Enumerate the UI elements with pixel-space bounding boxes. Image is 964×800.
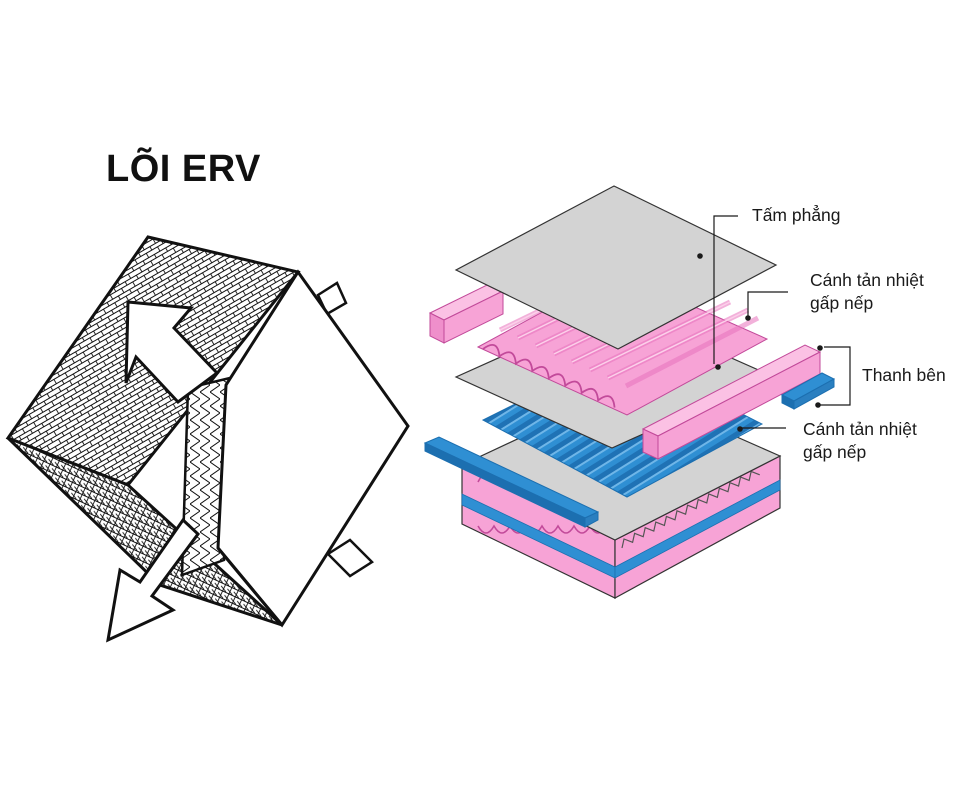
top-flat-plate bbox=[454, 185, 778, 350]
leader-flat-plate bbox=[713, 215, 738, 364]
label-side-bar: Thanh bên bbox=[862, 365, 946, 385]
leader-dots bbox=[697, 253, 823, 432]
leader-fin-top bbox=[747, 291, 788, 318]
block-fin-triangles bbox=[621, 470, 760, 549]
label-fin-top-line2: gấp nếp bbox=[810, 293, 874, 313]
erv-core-illustration bbox=[5, 235, 410, 643]
pink-side-bar-right bbox=[641, 344, 822, 460]
core-flange-bottom bbox=[326, 538, 374, 578]
blue-side-bar-right bbox=[780, 372, 836, 410]
pink-side-bar-left bbox=[428, 283, 505, 344]
leader-side-bar bbox=[818, 346, 851, 406]
label-fin-top-line1: Cánh tản nhiệt bbox=[810, 270, 924, 290]
label-fin-bottom-line2: gấp nếp bbox=[803, 442, 867, 462]
block-blue-layer-right bbox=[614, 479, 781, 579]
airflow-up-arrow bbox=[124, 300, 220, 405]
erv-exploded-view bbox=[423, 185, 851, 600]
block-wave-row-2 bbox=[477, 524, 607, 534]
label-fin-bottom-line1: Cánh tản nhiệt bbox=[803, 419, 917, 439]
diagram-title: LÕI ERV bbox=[106, 148, 261, 190]
block-side-bar-blue-left-end bbox=[584, 511, 599, 528]
leader-lines bbox=[713, 215, 851, 429]
airflow-down-arrow bbox=[106, 517, 201, 643]
label-flat-plate: Tấm phẳng bbox=[752, 205, 841, 225]
